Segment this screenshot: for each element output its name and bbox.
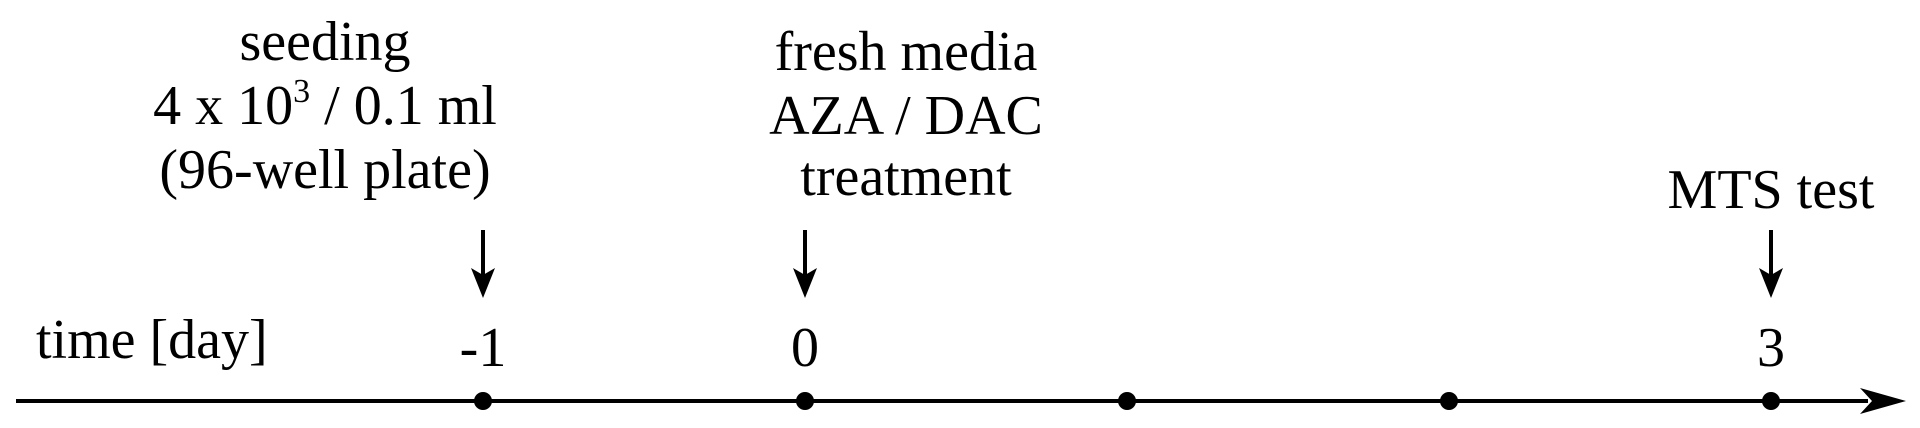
density-rest: / 0.1 ml <box>310 75 497 137</box>
event-seeding: seeding 4 x 103 / 0.1 ml (96-well plate) <box>153 11 497 201</box>
tick-dots <box>474 392 1780 410</box>
event-mts-title: MTS test <box>1668 159 1875 221</box>
tick-dot-icon <box>1118 392 1136 410</box>
tick-dot-icon <box>1762 392 1780 410</box>
time-axis <box>16 388 1906 414</box>
event-seeding-plate: (96-well plate) <box>159 139 490 201</box>
axis-arrowhead-icon <box>1860 388 1906 414</box>
tick-label: 0 <box>791 317 819 379</box>
tick-label: -1 <box>460 317 507 379</box>
event-seeding-density: 4 x 103 / 0.1 ml <box>153 73 497 137</box>
event-treatment-drugs: AZA / DAC <box>769 85 1043 147</box>
event-treatment-title: fresh media <box>775 21 1038 83</box>
down-arrow-icon <box>1759 230 1783 298</box>
down-arrow-icon <box>793 230 817 298</box>
event-treatment-label: treatment <box>800 146 1012 208</box>
density-base: 4 x 10 <box>153 75 293 137</box>
tick-dot-icon <box>796 392 814 410</box>
event-arrows <box>471 230 1783 298</box>
density-exponent: 3 <box>293 73 310 110</box>
down-arrow-icon <box>471 230 495 298</box>
tick-label: 3 <box>1757 317 1785 379</box>
tick-dot-icon <box>1440 392 1458 410</box>
event-treatment: fresh media AZA / DAC treatment <box>769 21 1043 208</box>
tick-dot-icon <box>474 392 492 410</box>
tick-labels: -1 0 3 <box>460 317 1785 379</box>
event-seeding-title: seeding <box>239 11 410 73</box>
axis-label: time [day] <box>36 309 268 371</box>
event-mts: MTS test <box>1668 159 1875 221</box>
